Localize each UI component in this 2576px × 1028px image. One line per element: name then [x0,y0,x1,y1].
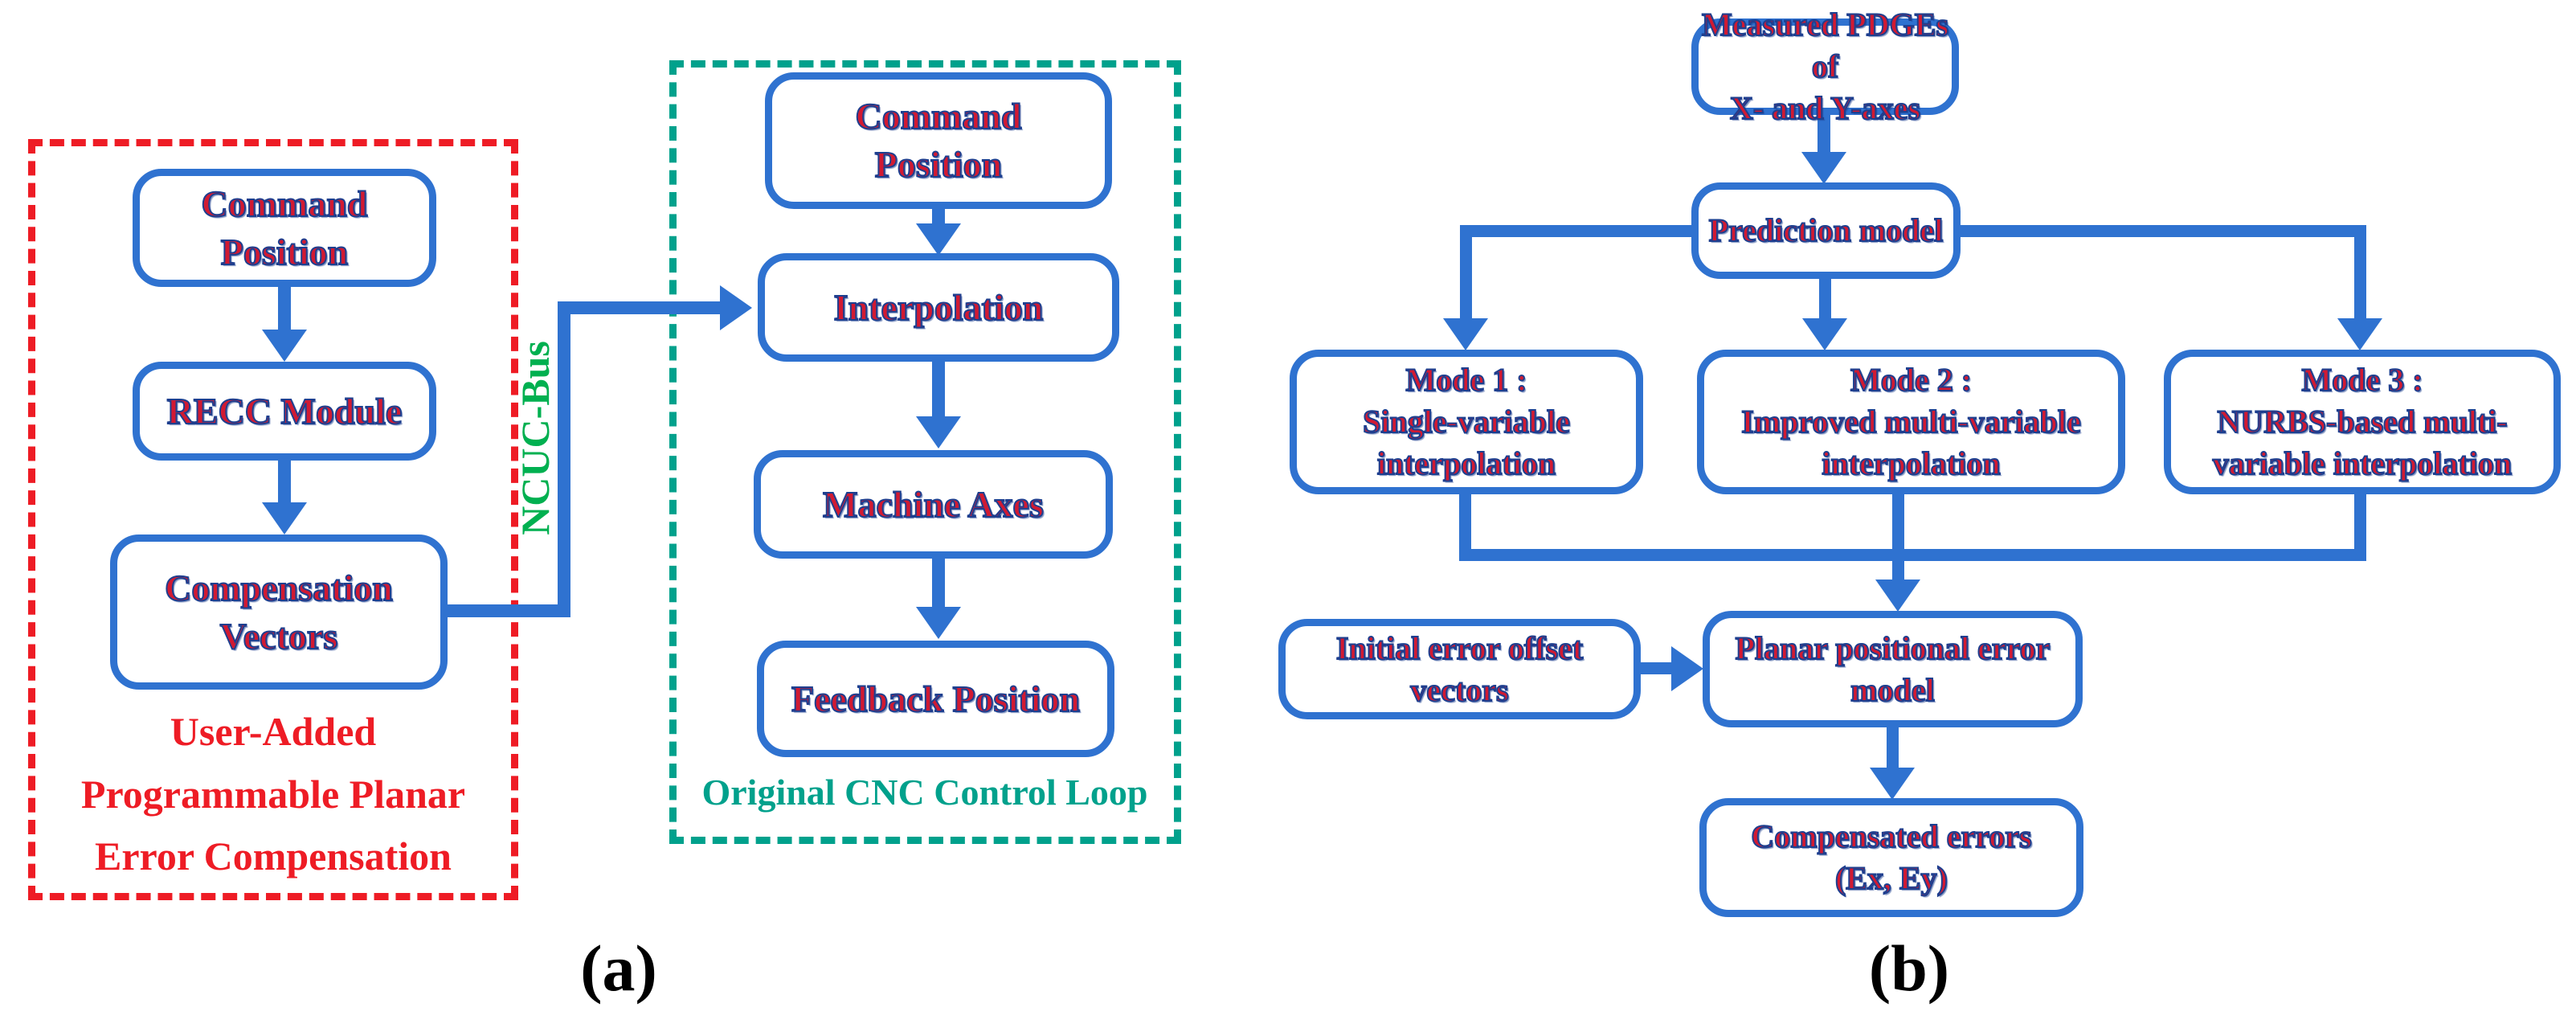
branch-prediction-to-mode1-vertical [1460,225,1472,320]
arrow-recc-to-vectors-shaft [278,461,291,504]
arrow-command-to-recc-head [262,330,307,362]
mode1-drop-line [1459,494,1471,561]
ncuc-bus-connector-horizontal-lower [448,604,570,617]
arrow-recc-to-vectors-head [262,502,307,534]
ncuc-bus-connector-head [720,285,752,330]
arrow-measured-to-prediction-shaft [1818,115,1830,155]
ncuc-bus-connector-vertical [558,301,570,617]
node-compensation-vectors: Compensation Vectors [110,534,448,690]
branch-prediction-to-mode2-head [1802,318,1847,350]
node-mode3: Mode 3 : NURBS-based multi- variable int… [2164,350,2561,494]
node-command-position-cnc: Command Position [765,72,1112,209]
original-cnc-control-loop-label: Original CNC Control Loop [701,772,1148,813]
branch-prediction-to-mode2-vertical [1819,279,1831,320]
mode3-drop-line [2354,494,2366,561]
arrow-bus-to-planar-head [1875,580,1920,612]
node-compensated-errors: Compensated errors (Ex, Ey) [1699,798,2083,917]
node-measured-pdges: Measured PDGEs of X- and Y-axes [1691,6,1959,127]
node-machine-axes: Machine Axes [754,450,1113,559]
arrow-measured-to-prediction-head [1801,152,1846,184]
arrow-bus-to-planar-shaft [1892,494,1904,581]
branch-prediction-to-mode3-vertical [2354,225,2366,320]
arrow-command-to-recc-shaft [278,287,291,334]
arrow-interpolation-to-machine-head [916,416,961,448]
panel-label-b: (b) [1868,932,1950,1005]
ncuc-bus-connector-horizontal-upper [558,301,720,314]
branch-prediction-to-mode1-head [1443,318,1488,350]
node-feedback-position: Feedback Position [757,641,1114,757]
panel-label-a: (a) [580,932,657,1005]
arrow-planar-to-compensated-shaft [1887,727,1899,771]
node-recc-module: RECC Module [133,362,436,461]
arrow-interpolation-to-machine-shaft [932,362,945,420]
arrow-machine-to-feedback-shaft [932,559,945,610]
arrow-planar-to-compensated-head [1870,768,1915,800]
node-command-position-user: Command Position [133,169,436,287]
arrow-initial-to-planar-head [1671,646,1703,691]
node-prediction-model: Prediction model [1691,182,1961,279]
arrow-initial-to-planar-shaft [1641,662,1674,674]
converge-bus-line [1459,549,2366,561]
branch-prediction-to-mode3-head [2337,318,2382,350]
user-added-compensation-group-label: User-Added Programmable Planar Error Com… [80,709,466,879]
arrow-cnc-command-to-interpolation-head [916,223,961,256]
branch-prediction-to-mode3-horizontal [1961,225,2366,237]
arrow-machine-to-feedback-head [916,607,961,639]
node-initial-error-offset: Initial error offset vectors [1278,619,1641,719]
user-added-compensation-group-box [28,139,518,900]
original-cnc-control-loop-group-box [669,60,1181,844]
branch-prediction-to-mode1-horizontal [1460,225,1691,237]
node-planar-error-model: Planar positional error model [1703,611,2083,727]
arrow-cnc-command-to-interpolation-shaft [932,209,945,227]
node-mode1: Mode 1 : Single-variable interpolation [1290,350,1643,494]
ncuc-bus-label: NCUC-Bus [513,341,558,535]
node-mode2: Mode 2 : Improved multi-variable interpo… [1697,350,2125,494]
node-interpolation: Interpolation [758,253,1119,362]
